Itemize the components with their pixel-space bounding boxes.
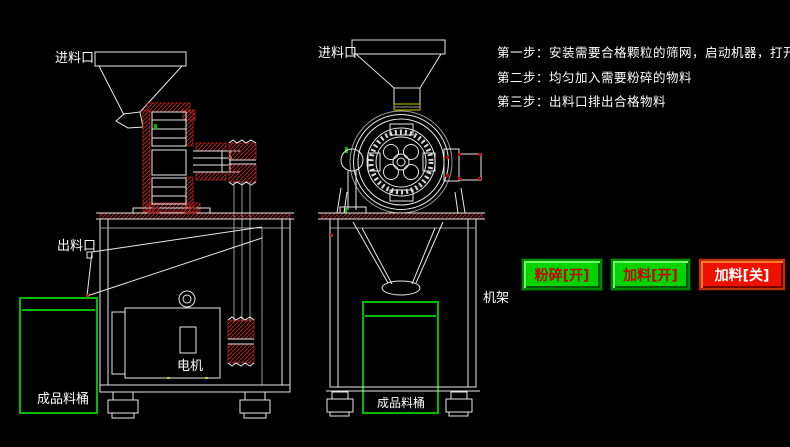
discharge-cone xyxy=(352,221,444,296)
pulley-motor xyxy=(227,316,255,367)
feed-off-button[interactable]: 加料[关] xyxy=(699,259,785,290)
red-markers xyxy=(446,153,481,180)
yellow-mark xyxy=(205,377,208,379)
stand-legs xyxy=(336,187,466,214)
motor-label: 电机 xyxy=(177,359,203,374)
product-barrel-left xyxy=(19,297,98,414)
frame-label: 机架 xyxy=(483,291,509,306)
shaft-housing xyxy=(193,142,240,181)
barrel-label-left: 成品料桶 xyxy=(37,392,89,407)
base-feet-left xyxy=(99,384,291,419)
front-view: 进料口 xyxy=(318,39,509,417)
product-barrel-right xyxy=(362,301,439,414)
motor xyxy=(111,290,221,379)
grinding-chamber xyxy=(345,110,453,214)
hopper-front xyxy=(351,39,446,111)
hopper-side xyxy=(94,51,187,129)
rotor xyxy=(383,144,419,180)
inlet-label-right: 进料口 xyxy=(318,46,357,61)
yellow-mark xyxy=(167,377,170,379)
instruction-step-2: 第二步：均匀加入需要粉碎的物料 xyxy=(497,70,693,85)
v-belts xyxy=(233,182,251,322)
discharge-chute xyxy=(86,226,263,297)
instruction-step-1: 第一步：安装需要合格颗粒的筛网，启动机器，打开机盖。 xyxy=(497,45,790,60)
inlet-label-left: 进料口 xyxy=(55,51,94,66)
green-tick xyxy=(344,208,347,213)
crush-on-button[interactable]: 粉碎[开] xyxy=(522,259,602,290)
mill-section xyxy=(132,102,211,214)
green-tick xyxy=(154,124,157,129)
sieve-ring xyxy=(368,129,434,195)
instruction-step-3: 第三步：出料口排出合格物料 xyxy=(497,94,667,109)
pulley-top xyxy=(228,139,257,186)
feed-on-button[interactable]: 加料[开] xyxy=(611,259,690,290)
side-view: 进料口 xyxy=(19,51,294,419)
grinding-discs xyxy=(151,111,187,205)
outlet-label: 出料口 xyxy=(57,239,96,254)
barrel-label-right: 成品料桶 xyxy=(377,395,425,410)
table-top-right xyxy=(318,212,485,220)
base-feet-right xyxy=(326,386,480,417)
clamp-bracket xyxy=(443,148,482,182)
